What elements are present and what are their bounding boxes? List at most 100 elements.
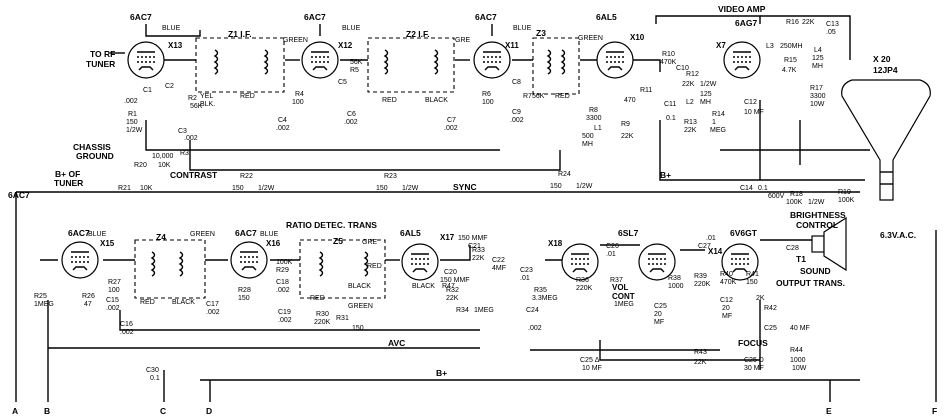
component-label: C12 xyxy=(720,297,733,304)
wire-label: GREEN xyxy=(348,303,373,310)
tube-x15 xyxy=(61,241,99,279)
component-label: C18 xyxy=(276,279,289,286)
component-label: R3 xyxy=(180,150,189,157)
edge-label-c: C xyxy=(160,406,166,416)
tube-x18 xyxy=(561,243,599,281)
tube-x13-ref: X13 xyxy=(168,41,183,50)
component-label: 56K xyxy=(350,59,363,66)
brightness-label2: CONTROL xyxy=(796,220,838,230)
component-label: 220K xyxy=(694,281,711,288)
component-labels-top: R1 150 1/2W C1 .002 C2 R2 56K C3 .002 R3… xyxy=(118,19,855,206)
edge-label-b: B xyxy=(44,406,50,416)
component-label: 100K xyxy=(786,199,803,206)
component-label: R15 xyxy=(784,57,797,64)
component-label: L3 xyxy=(766,43,774,50)
vac-label: 6.3V.A.C. xyxy=(880,230,916,240)
component-label: R13 xyxy=(684,119,697,126)
component-label: C6 xyxy=(347,111,356,118)
tube-x16-type: 6AC7 xyxy=(235,228,257,238)
component-label: R23 xyxy=(384,173,397,180)
component-label: 125 xyxy=(700,91,712,98)
component-label: R42 xyxy=(764,305,777,312)
component-label: R10 xyxy=(662,51,675,58)
component-label: C13 xyxy=(826,21,839,28)
component-label: 20 xyxy=(722,305,730,312)
component-label: 20 xyxy=(654,311,662,318)
component-label: R35 xyxy=(534,287,547,294)
component-label: 250MH xyxy=(780,43,803,50)
component-label: 1/2W xyxy=(808,199,825,206)
wire-label: RED xyxy=(367,263,382,270)
component-label: R39 xyxy=(694,273,707,280)
component-label: .002 xyxy=(444,125,458,132)
component-label: C20 xyxy=(444,269,457,276)
component-label: 22K xyxy=(446,295,459,302)
component-label: 1/2W xyxy=(258,185,275,192)
component-label: 220K xyxy=(314,319,331,326)
component-label: 22K xyxy=(621,133,634,140)
component-label: C25 xyxy=(654,303,667,310)
top-wiring xyxy=(16,15,870,193)
ratio-detec-label: RATIO DETEC. TRANS xyxy=(286,220,377,230)
tube-x15-type: 6AC7 xyxy=(68,228,90,238)
component-label: MF xyxy=(722,313,732,320)
component-label: 2K xyxy=(756,295,765,302)
speaker-t1 xyxy=(811,216,847,272)
tube-x13 xyxy=(127,41,165,79)
vol-cont-label: VOL xyxy=(612,283,629,292)
component-label: C21 xyxy=(468,243,481,250)
component-label: R25 xyxy=(34,293,47,300)
tube-x14-ref: X14 xyxy=(708,247,723,256)
component-label: R40 xyxy=(720,271,733,278)
sync-label: SYNC xyxy=(453,182,477,192)
z5-label: Z5 xyxy=(333,236,343,246)
component-label: R7 xyxy=(523,93,532,100)
component-label: 22K xyxy=(694,359,707,366)
component-label: C25 Δ xyxy=(580,357,600,364)
component-label: 10K xyxy=(140,185,153,192)
component-label: C12 xyxy=(744,99,757,106)
wire-label: BLUE xyxy=(260,231,279,238)
component-label: 47 xyxy=(84,301,92,308)
component-label: C5 xyxy=(338,79,347,86)
wire-label: RED xyxy=(555,93,570,100)
z2-label: Z2 I.F. xyxy=(406,29,430,39)
rf-tuner-label2: TUNER xyxy=(86,59,115,69)
component-label: C19 xyxy=(278,309,291,316)
wire-label: BLUE xyxy=(513,25,532,32)
wire-label: RED xyxy=(382,97,397,104)
sound-label: SOUND xyxy=(800,266,831,276)
component-label: R19 xyxy=(838,189,851,196)
component-label: 150 xyxy=(232,185,244,192)
rf-tuner-label: TO RF xyxy=(90,49,115,59)
component-label: .01 xyxy=(606,251,616,258)
component-label: R34 xyxy=(456,307,469,314)
z1-label: Z1 I.F. xyxy=(228,29,252,39)
b-plus-tuner-label2: TUNER xyxy=(54,178,83,188)
component-label: R14 xyxy=(712,111,725,118)
video-amp-label: VIDEO AMP xyxy=(718,4,766,14)
component-label: .002 xyxy=(120,329,134,336)
tube-x7-ref: X7 xyxy=(716,41,726,50)
component-label: 1MEG xyxy=(34,301,54,308)
component-label: 10,000 xyxy=(152,153,174,160)
component-label: 500 xyxy=(582,133,594,140)
tube-x11-type: 6AC7 xyxy=(475,12,497,22)
component-label: C11 xyxy=(664,101,676,108)
tube-x10-type: 6AL5 xyxy=(596,12,617,22)
component-label: 3.3MEG xyxy=(532,295,558,302)
component-label: 150 xyxy=(746,279,758,286)
edge-label-f: F xyxy=(932,406,937,416)
component-label: .002 xyxy=(528,325,542,332)
component-label: C8 xyxy=(512,79,521,86)
component-label: 1000 xyxy=(668,283,684,290)
component-label: .002 xyxy=(278,317,292,324)
component-label: C24 xyxy=(526,307,539,314)
brightness-label: BRIGHTNESS xyxy=(790,210,846,220)
tube-x15-ref: X15 xyxy=(100,239,115,248)
component-label: 150 MMF xyxy=(458,235,488,242)
component-label: C30 xyxy=(146,367,159,374)
component-label: 1 xyxy=(712,119,716,126)
component-label: .002 xyxy=(276,287,290,294)
